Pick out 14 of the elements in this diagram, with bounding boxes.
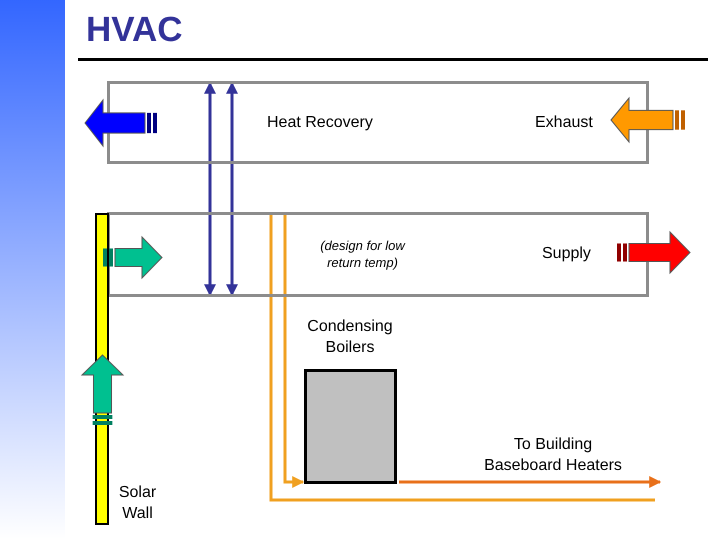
title: HVAC (86, 10, 183, 50)
duct-label: Exhaust (535, 114, 593, 132)
boiler-label: Condensing Boilers (306, 317, 394, 358)
flow-arrow (226, 82, 238, 296)
duct-label: Supply (542, 245, 591, 263)
air-duct (107, 212, 649, 297)
flow-arrow (399, 476, 662, 488)
air-duct (107, 81, 649, 164)
flow-arrow (284, 214, 304, 488)
wall-label: Solar Wall (118, 483, 158, 524)
duct-label: Heat Recovery (267, 114, 373, 132)
note-text: (design for low return temp) (319, 237, 406, 271)
pipe-line (270, 214, 655, 502)
flow-arrow (204, 82, 216, 296)
